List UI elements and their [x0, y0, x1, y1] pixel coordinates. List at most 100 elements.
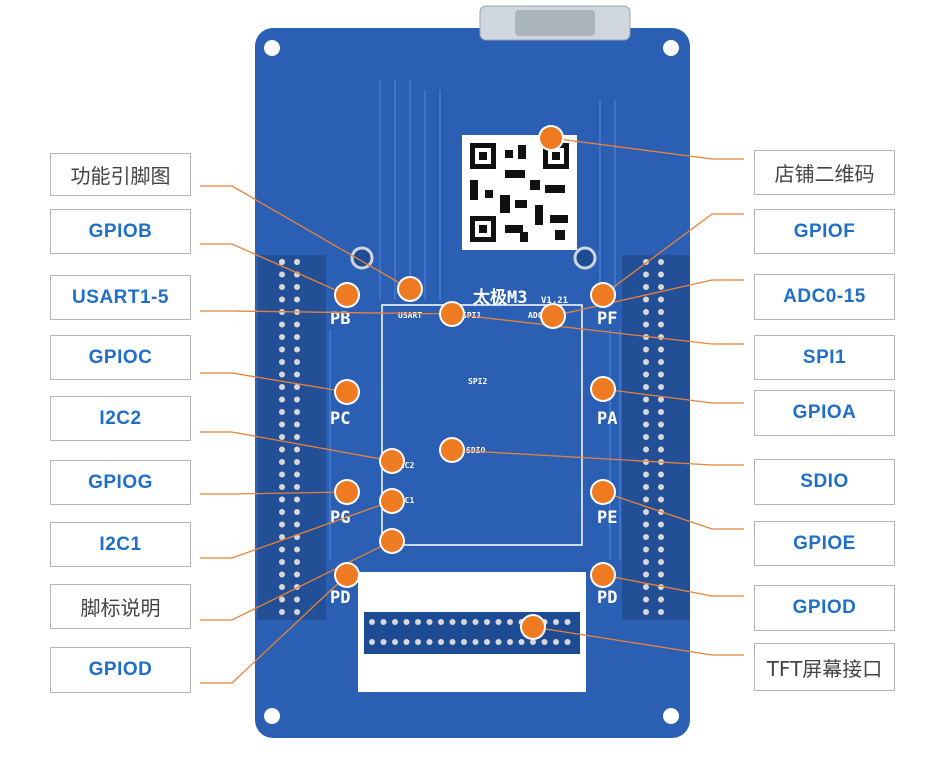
tft-pin	[484, 619, 490, 625]
tft-pin	[553, 639, 559, 645]
header-pin	[658, 596, 664, 603]
tft-pin	[403, 639, 410, 645]
header-pin	[294, 296, 300, 303]
port-label-pb: PB	[330, 309, 350, 329]
tft-pin	[507, 639, 513, 645]
tft-pin	[438, 639, 444, 645]
tft-pin	[426, 619, 433, 625]
header-pin	[294, 546, 300, 553]
header-pin	[643, 284, 649, 290]
marker-i2c2	[381, 450, 403, 472]
header-pin	[294, 571, 300, 578]
tft-pin	[530, 639, 536, 645]
header-pin	[294, 521, 300, 528]
header-pin	[294, 471, 300, 478]
header-pin	[643, 359, 649, 365]
header-pin	[279, 259, 285, 265]
label-spi1: SPI1	[754, 335, 895, 380]
label-i2c2: I2C2	[50, 396, 191, 441]
header-pin	[279, 559, 285, 565]
center-silk-frame	[381, 304, 583, 546]
header-pin	[279, 396, 285, 403]
board-version: V1.21	[541, 296, 568, 306]
header-pin	[294, 596, 300, 603]
tft-pin	[392, 619, 398, 625]
label-gpiod-left: GPIOD	[50, 647, 191, 693]
silk-i2c1: I2C1	[395, 496, 414, 505]
header-pin	[294, 384, 300, 390]
tft-pin	[369, 639, 375, 645]
label-pin-legend: 脚标说明	[50, 584, 191, 629]
label-gpioc: GPIOC	[50, 335, 191, 380]
mount-hole	[663, 708, 679, 724]
header-pin	[279, 471, 285, 478]
tft-pin	[518, 639, 525, 645]
header-pin	[294, 359, 300, 365]
header-pin	[294, 284, 300, 290]
header-pin	[279, 584, 285, 590]
port-label-pg: PG	[330, 508, 350, 528]
label-gpiof: GPIOF	[754, 209, 895, 254]
tft-pin	[369, 619, 375, 625]
header-pin	[279, 284, 285, 290]
header-pins	[279, 259, 664, 615]
marker-adc	[542, 305, 564, 327]
header-pin	[294, 421, 300, 428]
header-pin	[643, 459, 649, 465]
header-pin	[279, 546, 285, 553]
header-pin	[279, 296, 285, 303]
header-pin	[643, 484, 649, 490]
header-pin	[643, 509, 649, 515]
header-pin	[294, 559, 300, 565]
header-pin	[658, 559, 664, 565]
header-pin	[658, 296, 664, 303]
header-pin	[279, 359, 285, 365]
silk-usart: USART	[398, 311, 422, 320]
header-pin	[294, 609, 300, 615]
tft-pin	[415, 619, 421, 625]
header-pin	[658, 609, 664, 615]
tft-pin	[380, 639, 387, 645]
header-pin	[658, 496, 664, 503]
marker-sdio	[441, 439, 463, 461]
port-label-pf: PF	[597, 309, 617, 329]
marker-spi1	[441, 303, 463, 325]
silk-spi2: SPI2	[468, 377, 487, 386]
header-pin	[658, 259, 664, 265]
header-pin	[643, 396, 649, 403]
header-pin	[658, 571, 664, 578]
header-pin	[294, 446, 300, 453]
marker-gpiog	[336, 481, 358, 503]
header-pin	[658, 371, 664, 378]
mount-hole	[264, 40, 280, 56]
tft-pin	[438, 619, 444, 625]
header-pin	[658, 409, 664, 415]
header-pin	[279, 434, 285, 440]
marker-gpioa	[592, 378, 614, 400]
tft-pin	[484, 639, 490, 645]
tft-pin	[415, 639, 421, 645]
header-pin	[294, 371, 300, 378]
header-pin	[643, 321, 649, 328]
header-pin	[643, 596, 649, 603]
header-pin	[643, 271, 649, 278]
silk-spi1: SPI1	[462, 311, 481, 320]
header-pin	[643, 546, 649, 553]
header-pin	[658, 271, 664, 278]
header-pin	[658, 521, 664, 528]
header-pin	[279, 509, 285, 515]
tft-pin	[449, 639, 456, 645]
header-pin	[658, 421, 664, 428]
header-pin	[658, 284, 664, 290]
silk-sdio: SDIO	[466, 446, 485, 455]
header-pin	[643, 584, 649, 590]
header-pin	[279, 446, 285, 453]
left-pin-header	[258, 255, 326, 620]
tft-pin	[472, 639, 479, 645]
marker-gpiof	[592, 284, 614, 306]
port-label-pd-right: PD	[597, 588, 617, 608]
header-pin	[294, 321, 300, 328]
port-label-pd-left: PD	[330, 588, 350, 608]
label-usart: USART1-5	[50, 275, 191, 320]
